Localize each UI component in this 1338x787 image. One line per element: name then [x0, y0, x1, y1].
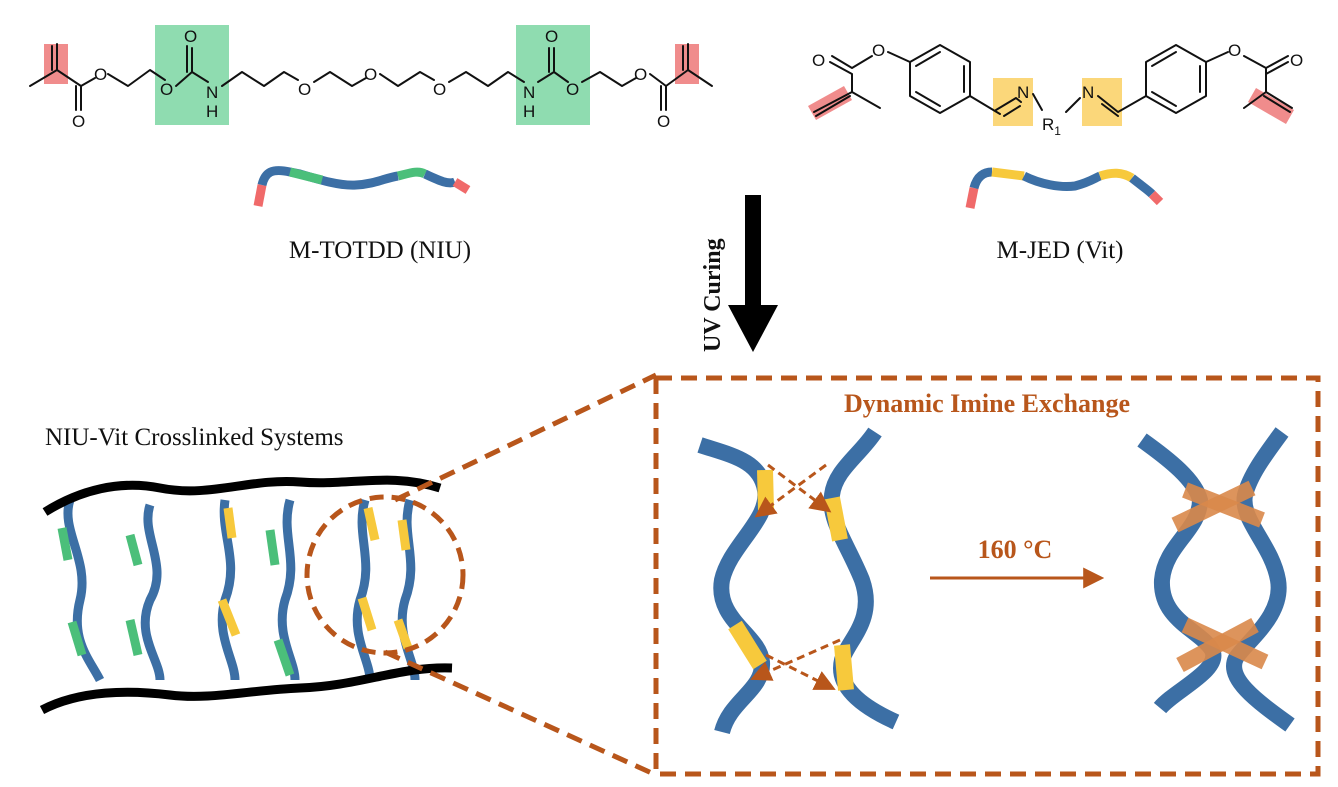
m-jed-label: M-JED (Vit) — [997, 237, 1124, 264]
exchange-panel — [653, 375, 1321, 777]
exchange-dashed-arrows — [750, 463, 841, 690]
network-title: NIU-Vit Crosslinked Systems — [45, 424, 344, 451]
atom-o: O — [94, 65, 107, 84]
m-totdd-structure: O O O O N H O O O N H O O O O — [29, 25, 713, 131]
m-totdd-label: M-TOTDD (NIU) — [289, 237, 471, 264]
atom-o: O — [364, 65, 377, 84]
uv-curing-label: UV Curing — [700, 238, 726, 352]
imine-highlight-left — [993, 78, 1033, 126]
zoom-line-top — [393, 372, 658, 503]
atom-o: O — [872, 41, 885, 60]
exchange-title: Dynamic Imine Exchange — [844, 389, 1130, 418]
crosslinked-network — [39, 475, 453, 715]
atom-o: O — [545, 27, 558, 46]
atom-n: N — [206, 83, 218, 102]
m-jed-schematic — [965, 167, 1164, 209]
atom-o: O — [298, 80, 311, 99]
atom-o: O — [160, 80, 173, 99]
atom-h: H — [206, 102, 218, 121]
atom-n: N — [1082, 83, 1094, 102]
atom-n: N — [1017, 83, 1029, 102]
magnifier-circle — [304, 494, 466, 656]
atom-h: H — [523, 102, 535, 121]
urethane-highlight-right — [516, 25, 590, 125]
atom-o: O — [184, 27, 197, 46]
after-exchange-strands — [1137, 427, 1295, 732]
atom-o: O — [657, 112, 670, 131]
atom-o: O — [634, 65, 647, 84]
imine-highlight-right — [1082, 78, 1122, 126]
before-exchange-strands — [697, 427, 900, 735]
uv-curing-arrow[interactable] — [728, 195, 778, 352]
atom-o: O — [1228, 41, 1241, 60]
m-totdd-schematic — [253, 166, 471, 207]
atom-o: O — [72, 112, 85, 131]
atom-o: O — [812, 51, 825, 70]
atom-o: O — [1290, 51, 1303, 70]
m-jed-structure: O O N R1 N O O — [808, 41, 1303, 138]
r-group: R1 — [1042, 115, 1061, 138]
urethane-highlight-left — [155, 25, 229, 125]
atom-o: O — [566, 80, 579, 99]
atom-n: N — [523, 83, 535, 102]
atom-o: O — [433, 80, 446, 99]
temperature-label: 160 °C — [978, 535, 1053, 564]
